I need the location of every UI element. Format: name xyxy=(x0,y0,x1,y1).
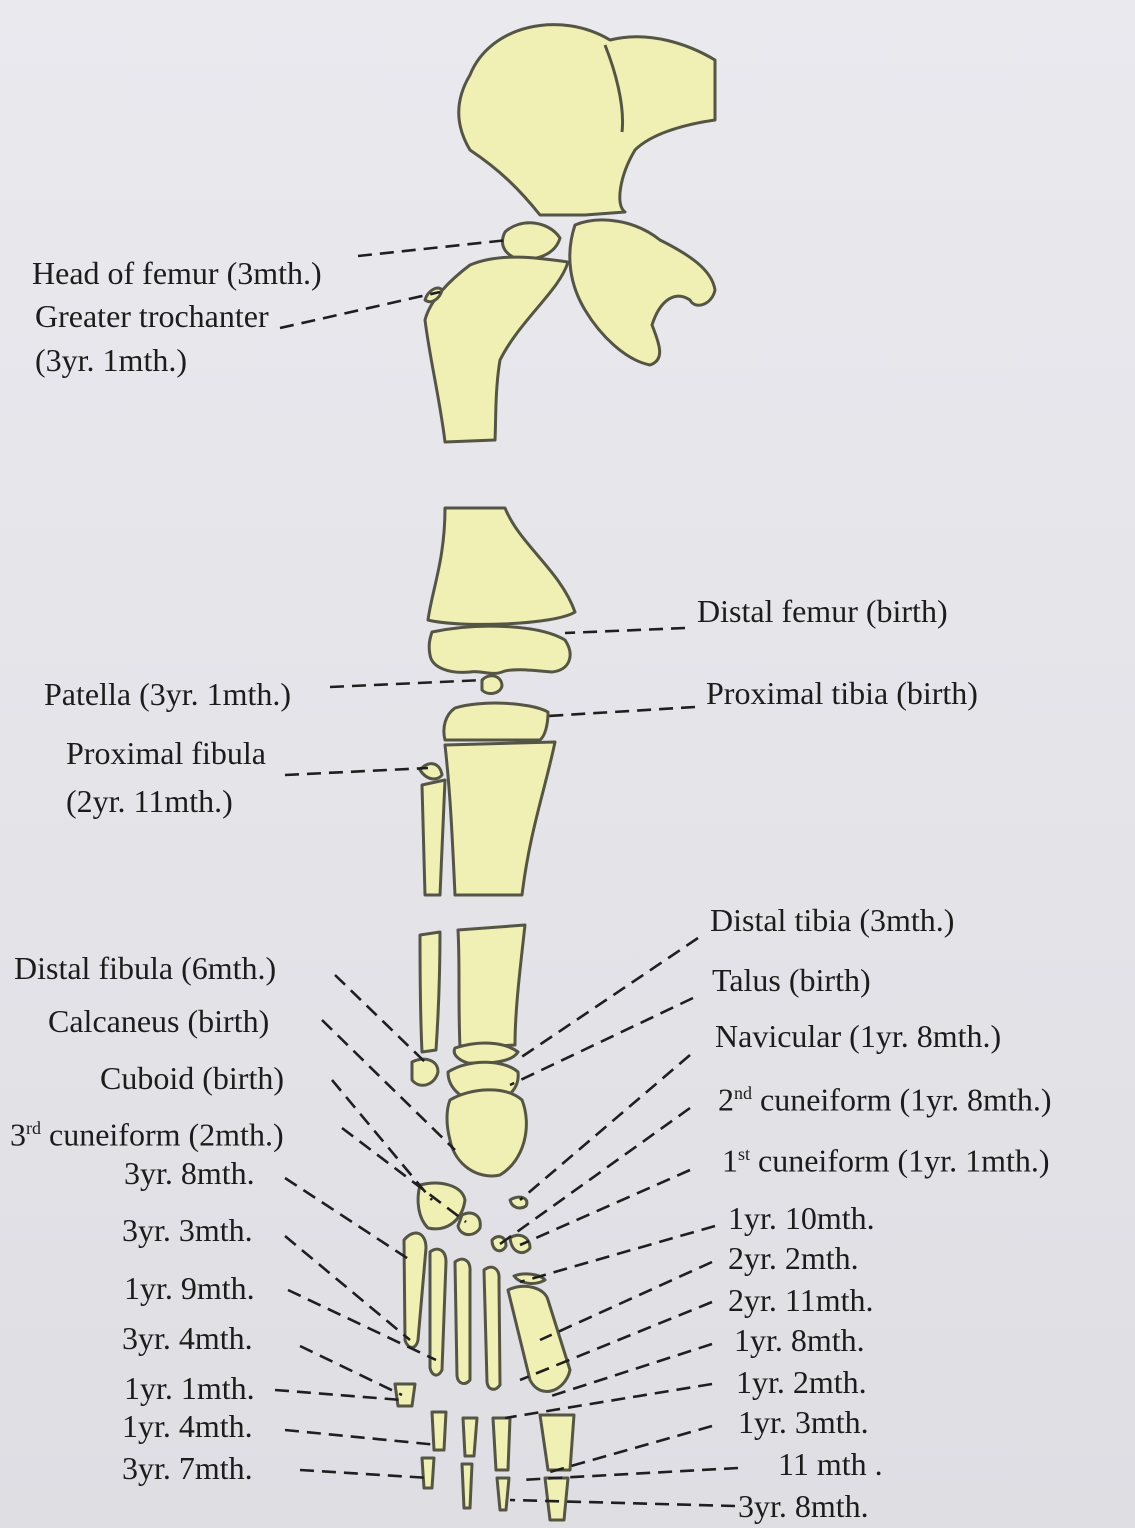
fibula-shaft-upper xyxy=(422,780,445,895)
label-second-cuneiform: 2nd cuneiform (1yr. 8mth.) xyxy=(718,1075,1051,1118)
label-head-of-femur: Head of femur (3mth.) xyxy=(32,255,322,291)
femoral-head xyxy=(502,223,560,259)
leader-cuneiform-1 xyxy=(520,1170,690,1245)
leader-distal-fibula xyxy=(335,975,425,1062)
toe-tip-5 xyxy=(422,1458,434,1488)
ilium-bone xyxy=(459,25,715,215)
toe-tip-2 xyxy=(497,1478,509,1510)
left-age-label-3: 1yr. 9mth. xyxy=(124,1270,255,1306)
metatarsal-3 xyxy=(455,1259,470,1383)
leader-greater-trochanter xyxy=(280,292,440,328)
phalanx-4 xyxy=(432,1412,446,1450)
metatarsal-2 xyxy=(484,1267,500,1389)
second-cuneiform xyxy=(492,1237,506,1251)
leader-head-femur xyxy=(358,240,508,256)
label-distal-femur: Distal femur (birth) xyxy=(697,593,948,629)
leader-cuneiform-2 xyxy=(500,1108,690,1244)
cuneiform-1-text: cuneiform (1yr. 1mth.) xyxy=(750,1143,1049,1179)
leader-cuneiform-3 xyxy=(342,1128,466,1222)
leader-cuboid xyxy=(332,1080,432,1200)
label-patella: Patella (3yr. 1mth.) xyxy=(44,676,291,712)
leader-left-age-7 xyxy=(300,1470,430,1478)
proximal-tibia-epiphysis xyxy=(444,703,548,740)
label-navicular: Navicular (1yr. 8mth.) xyxy=(715,1018,1001,1054)
label-distal-tibia: Distal tibia (3mth.) xyxy=(710,902,954,938)
distal-femur-epiphysis xyxy=(429,626,570,673)
distal-fibula-epiphysis xyxy=(412,1059,438,1085)
leader-distal-tibia xyxy=(520,938,698,1058)
label-calcaneus: Calcaneus (birth) xyxy=(48,1003,269,1039)
leader-talus xyxy=(510,998,693,1085)
leader-left-age-2 xyxy=(285,1236,410,1340)
leader-proximal-fibula xyxy=(285,768,428,775)
patella xyxy=(482,676,502,694)
leader-right-age-8 xyxy=(510,1500,735,1506)
leader-proximal-tibia xyxy=(548,707,695,716)
tibia-shaft-upper xyxy=(445,742,555,895)
label-first-cuneiform: 1st cuneiform (1yr. 1mth.) xyxy=(722,1136,1050,1179)
cuneiform-3-superscript: rd xyxy=(26,1118,41,1138)
cuneiform-2-superscript: nd xyxy=(734,1083,752,1103)
phalanx-1 xyxy=(540,1415,574,1470)
left-age-label-6: 1yr. 4mth. xyxy=(122,1408,253,1444)
label-proximal-fibula-age: (2yr. 11mth.) xyxy=(66,783,233,819)
right-age-label-7: 11 mth . xyxy=(778,1446,883,1482)
toe-tip-1 xyxy=(545,1478,568,1520)
femur-proximal-shaft xyxy=(425,257,568,442)
phalanx-3 xyxy=(463,1418,477,1456)
label-third-cuneiform: 3rd cuneiform (2mth.) xyxy=(10,1110,284,1153)
left-age-label-4: 3yr. 4mth. xyxy=(122,1320,253,1356)
femur-distal-shaft xyxy=(428,508,575,624)
phalanx-5 xyxy=(395,1384,415,1406)
label-distal-fibula: Distal fibula (6mth.) xyxy=(14,950,276,986)
label-proximal-fibula: Proximal fibula xyxy=(66,735,266,771)
navicular xyxy=(510,1197,527,1208)
right-age-label-3: 2yr. 11mth. xyxy=(728,1282,873,1318)
fibula-shaft-lower xyxy=(420,932,440,1052)
leader-right-age-6 xyxy=(550,1426,712,1472)
tibia-shaft-lower xyxy=(458,925,525,1048)
metatarsal-1 xyxy=(508,1286,570,1391)
cuneiform-2-number: 2 xyxy=(718,1082,734,1118)
right-age-label-5: 1yr. 2mth. xyxy=(736,1364,867,1400)
left-age-label-7: 3yr. 7mth. xyxy=(122,1450,253,1486)
right-age-label-6: 1yr. 3mth. xyxy=(738,1404,869,1440)
leader-left-age-6 xyxy=(285,1430,438,1445)
ischium-pubis-bone xyxy=(570,220,715,365)
fibula-head xyxy=(420,764,442,779)
right-age-label-2: 2yr. 2mth. xyxy=(728,1240,859,1276)
label-greater-trochanter: Greater trochanter xyxy=(35,298,269,334)
right-age-label-1: 1yr. 10mth. xyxy=(728,1200,875,1236)
leader-distal-femur xyxy=(565,628,685,633)
third-cuneiform xyxy=(458,1213,480,1234)
label-greater-trochanter-age: (3yr. 1mth.) xyxy=(35,342,187,378)
leader-patella xyxy=(330,680,484,687)
toe-tip-3 xyxy=(462,1464,472,1508)
cuneiform-3-text: cuneiform (2mth.) xyxy=(41,1117,284,1153)
cuneiform-1-number: 1 xyxy=(722,1143,738,1179)
distal-tibia-epiphysis xyxy=(454,1043,518,1063)
metatarsal-5 xyxy=(404,1233,426,1347)
metatarsal-4 xyxy=(430,1249,446,1375)
right-age-label-4: 1yr. 8mth. xyxy=(734,1322,865,1358)
leader-right-age-2 xyxy=(540,1262,712,1340)
leader-left-age-1 xyxy=(285,1178,410,1260)
cuneiform-2-text: cuneiform (1yr. 8mth.) xyxy=(760,1082,1051,1118)
leader-left-age-5 xyxy=(275,1390,402,1400)
left-age-label-1: 3yr. 8mth. xyxy=(124,1155,255,1191)
left-age-label-5: 1yr. 1mth. xyxy=(124,1370,255,1406)
right-age-label-8: 3yr. 8mth. xyxy=(738,1488,869,1524)
label-cuboid: Cuboid (birth) xyxy=(100,1060,284,1096)
cuneiform-3-number: 3 xyxy=(10,1117,26,1153)
leader-left-age-4 xyxy=(300,1346,402,1395)
calcaneus xyxy=(447,1090,526,1176)
phalanx-2 xyxy=(493,1418,510,1470)
label-talus: Talus (birth) xyxy=(712,962,871,998)
cuneiform-1-superscript: st xyxy=(738,1144,750,1164)
left-age-label-2: 3yr. 3mth. xyxy=(122,1212,253,1248)
label-proximal-tibia: Proximal tibia (birth) xyxy=(706,675,978,711)
